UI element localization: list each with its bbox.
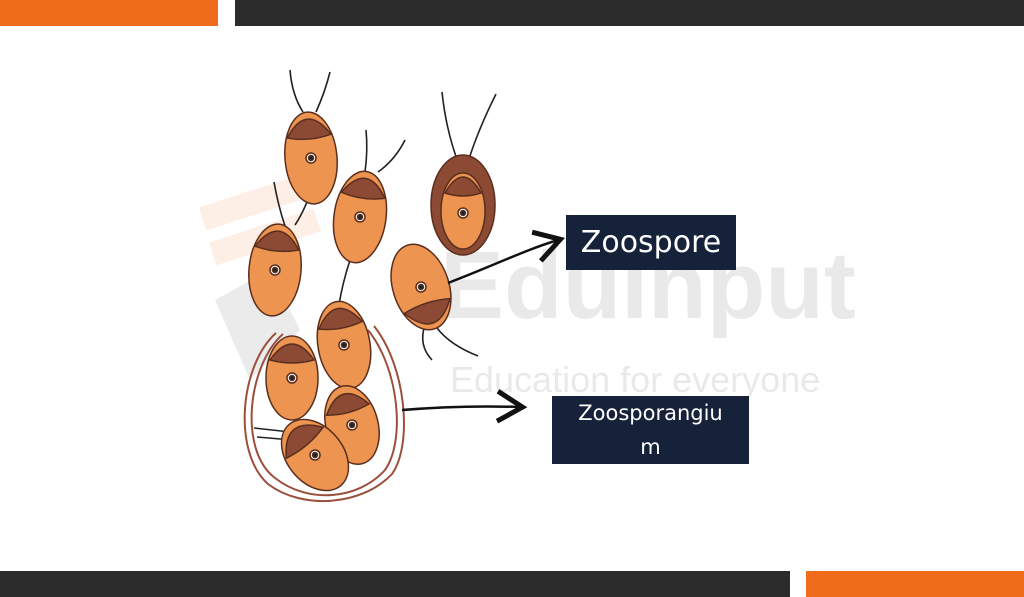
zoospore-cell [265, 335, 319, 421]
zoosporangium-arrow [401, 389, 528, 424]
zoospore-arrow [447, 229, 566, 285]
top-dark-bar [235, 0, 1024, 26]
zoosporangium-label: Zoosporangiu m [552, 396, 749, 464]
watermark-tagline: Education for everyone [450, 359, 820, 400]
top-accent-bar [0, 0, 218, 26]
bottom-accent-bar [806, 571, 1024, 597]
zoospore-cell [280, 418, 350, 492]
flagella [253, 69, 497, 441]
bottom-dark-bar [0, 571, 790, 597]
zoospore-cell [390, 243, 452, 331]
zoospore-cell [248, 223, 302, 317]
zoospore-cells [248, 111, 496, 492]
zoosporangium-label-line2: m [640, 435, 661, 459]
zoosporangium-label-line1: Zoosporangiu [578, 401, 723, 425]
zoospore-cell [316, 300, 372, 390]
zoospore-cell [284, 111, 338, 205]
zoosporangium-wall [243, 325, 405, 503]
zoospore-cell-encysted [430, 154, 496, 256]
zoospore-cell [332, 170, 388, 264]
zoospore-label: Zoospore [566, 215, 736, 270]
